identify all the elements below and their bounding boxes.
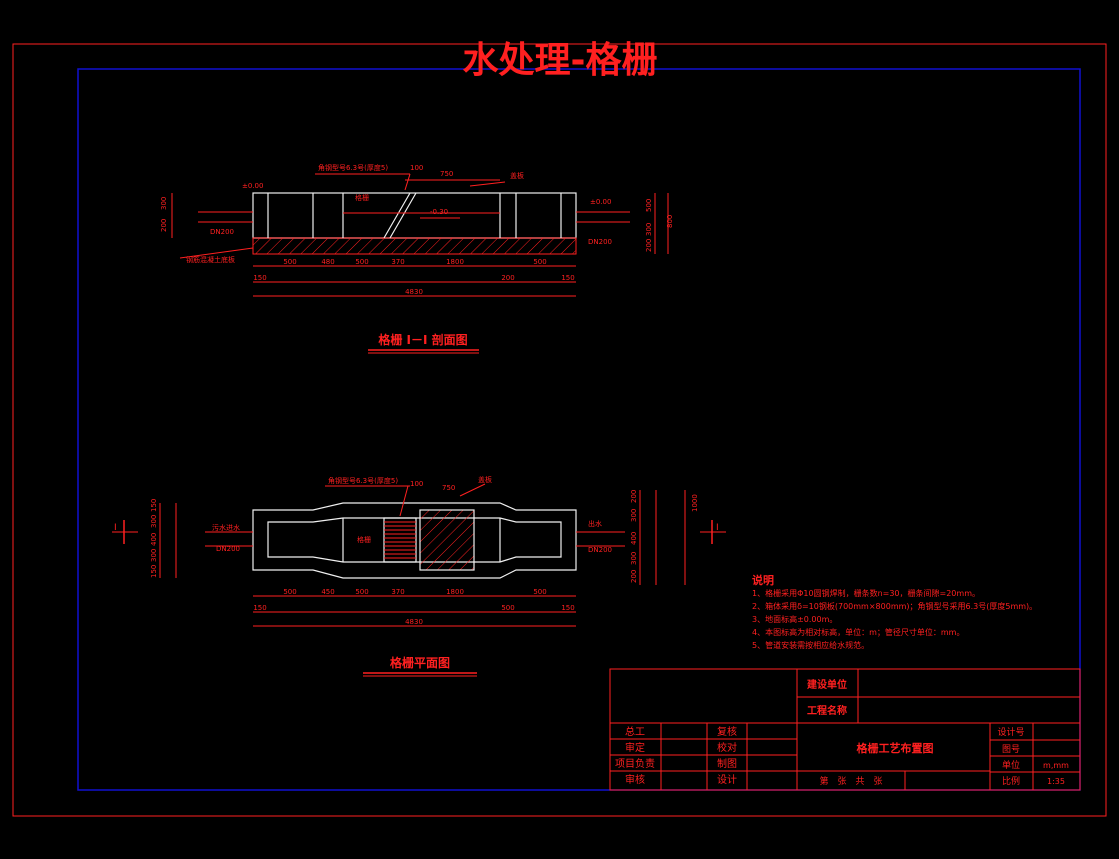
plan-right-dim-6: 1000 xyxy=(691,494,699,512)
page-title: 水处理-格栅 xyxy=(463,40,658,81)
plan-dim-6: 500 xyxy=(501,604,514,612)
plan-cover-label: 盖板 xyxy=(478,475,492,484)
section-right-dim-4: 800 xyxy=(666,215,674,228)
plan-dim-9: 150 xyxy=(561,604,574,612)
section-dim-2: 480 xyxy=(321,258,334,266)
plan-right-dim-5: 200 xyxy=(630,570,638,583)
plan-section-mark-left: I xyxy=(114,523,117,533)
note-1: 1、格栅采用Φ10圆钢焊制，栅条数n=30，栅条间隙=20mm。 xyxy=(752,588,980,598)
section-dim-9: 150 xyxy=(561,274,574,282)
tb-row4-b: 设计 xyxy=(717,773,737,786)
section-screen xyxy=(383,192,411,239)
section-top-dim-1: 100 xyxy=(410,164,423,172)
tb-right-value-3: m,mm xyxy=(1043,761,1069,770)
tb-row3-a: 项目负责 xyxy=(615,757,655,770)
note-4: 4、本图标高为相对标高，单位：m；管径尺寸单位：mm。 xyxy=(752,627,964,637)
section-dim-1: 500 xyxy=(283,258,296,266)
unit-label: 建设单位 xyxy=(806,678,847,691)
plan-caption: 格栅平面图 xyxy=(390,655,450,670)
section-dim-4: 370 xyxy=(391,258,404,266)
plan-left-dim-2: 300 xyxy=(150,515,158,528)
section-dim-6: 500 xyxy=(533,258,546,266)
sheet-count: 第 张 共 张 xyxy=(819,775,882,787)
plan-top-dim-1: 100 xyxy=(410,480,423,488)
project-label: 工程名称 xyxy=(807,704,847,717)
section-total-dim: 4830 xyxy=(405,288,423,296)
notes: 说明 1、格栅采用Φ10圆钢焊制，栅条数n=30，栅条间隙=20mm。 2、箱体… xyxy=(752,573,1037,650)
plan-view: 角钢型号6.3号(厚度5) 100 750 盖板 格栅 污水进水 DN200 出… xyxy=(112,475,726,677)
section-right-dim-3: 200 xyxy=(645,239,653,252)
tb-right-label-3: 单位 xyxy=(1002,759,1020,771)
section-right-elev: ±0.00 xyxy=(590,198,611,206)
tb-right-label-4: 比例 xyxy=(1002,775,1020,787)
section-dim-3: 500 xyxy=(355,258,368,266)
tb-right-label-1: 设计号 xyxy=(997,726,1024,738)
title-block: 建设单位 工程名称 总工 复核 审定 校对 项目负责 制图 审核 设计 格栅工艺… xyxy=(609,668,1081,791)
plan-right-dim-2: 300 xyxy=(630,509,638,522)
plan-right-dim-1: 200 xyxy=(630,490,638,503)
tb-row2-a: 审定 xyxy=(625,741,645,754)
section-cover-label: 盖板 xyxy=(510,171,524,180)
plan-right-dim-3: 400 xyxy=(630,532,638,545)
section-top-label: 角钢型号6.3号(厚度5) xyxy=(318,163,388,172)
plan-section-mark-right: I xyxy=(716,523,719,533)
section-dim-7: 150 xyxy=(253,274,266,282)
plan-top-dim-2: 750 xyxy=(442,484,455,492)
note-2: 2、箱体采用δ=10钢板(700mm×800mm)；角钢型号采用6.3号(厚度5… xyxy=(752,601,1037,611)
section-caption: 格栅 I－I 剖面图 xyxy=(378,332,467,347)
plan-dim-3: 500 xyxy=(355,588,368,596)
tb-row2-b: 校对 xyxy=(717,741,737,754)
plan-outlet-label: 出水 xyxy=(588,519,602,528)
section-view: 角钢型号6.3号(厚度5) 100 750 盖板 格栅 -0.30 ±0.00 … xyxy=(160,163,674,354)
plan-dim-8: 150 xyxy=(253,604,266,612)
plan-dim-4: 370 xyxy=(391,588,404,596)
plan-dim-2: 450 xyxy=(321,588,334,596)
plan-cover-plate xyxy=(420,510,474,570)
section-top-dim-2: 750 xyxy=(440,170,453,178)
plan-left-dim-1: 150 xyxy=(150,499,158,512)
plan-left-dim-4: 300 xyxy=(150,549,158,562)
plan-bar-screen xyxy=(383,517,417,563)
section-bottom-label: 钢筋混凝土底板 xyxy=(186,255,235,264)
plan-outlet-size: DN200 xyxy=(588,546,612,554)
plan-left-dim-3: 400 xyxy=(150,533,158,546)
section-right-dim-1: 500 xyxy=(645,199,653,212)
tb-right-label-2: 图号 xyxy=(1002,744,1020,755)
outer-frame xyxy=(12,43,1107,817)
tb-row3-b: 制图 xyxy=(717,757,737,770)
plan-dim-1: 500 xyxy=(283,588,296,596)
section-screen-label: 格栅 xyxy=(355,193,369,202)
section-dim-5: 1800 xyxy=(446,258,464,266)
section-water-level: -0.30 xyxy=(430,208,448,216)
tb-right-value-4: 1:35 xyxy=(1047,777,1065,786)
notes-heading: 说明 xyxy=(752,573,774,587)
tb-row4-a: 审核 xyxy=(625,773,645,786)
section-left-elev: ±0.00 xyxy=(242,182,263,190)
tb-row1-a: 总工 xyxy=(625,725,645,738)
note-3: 3、地面标高±0.00m。 xyxy=(752,614,837,624)
section-left-dim-1: 300 xyxy=(160,197,168,210)
plan-screen-label: 格栅 xyxy=(357,535,371,544)
section-pipe-right: DN200 xyxy=(588,238,612,246)
note-5: 5、管道安装需按相应给水规范。 xyxy=(752,640,869,650)
plan-dim-5: 1800 xyxy=(446,588,464,596)
inner-frame xyxy=(77,68,1081,791)
tb-row1-b: 复核 xyxy=(717,725,737,738)
section-floor-hatch xyxy=(253,238,576,254)
section-pipe-left: DN200 xyxy=(210,228,234,236)
drawing-name: 格栅工艺布置图 xyxy=(857,741,934,755)
plan-dim-7: 500 xyxy=(533,588,546,596)
plan-right-dim-4: 300 xyxy=(630,552,638,565)
plan-inlet-label: 污水进水 xyxy=(212,523,240,532)
plan-top-label: 角钢型号6.3号(厚度5) xyxy=(328,476,398,485)
section-right-dim-2: 300 xyxy=(645,223,653,236)
plan-total-dim: 4830 xyxy=(405,618,423,626)
section-left-dim-2: 200 xyxy=(160,219,168,232)
section-dim-8: 200 xyxy=(501,274,514,282)
plan-left-dim-5: 150 xyxy=(150,565,158,578)
plan-inlet-size: DN200 xyxy=(216,545,240,553)
